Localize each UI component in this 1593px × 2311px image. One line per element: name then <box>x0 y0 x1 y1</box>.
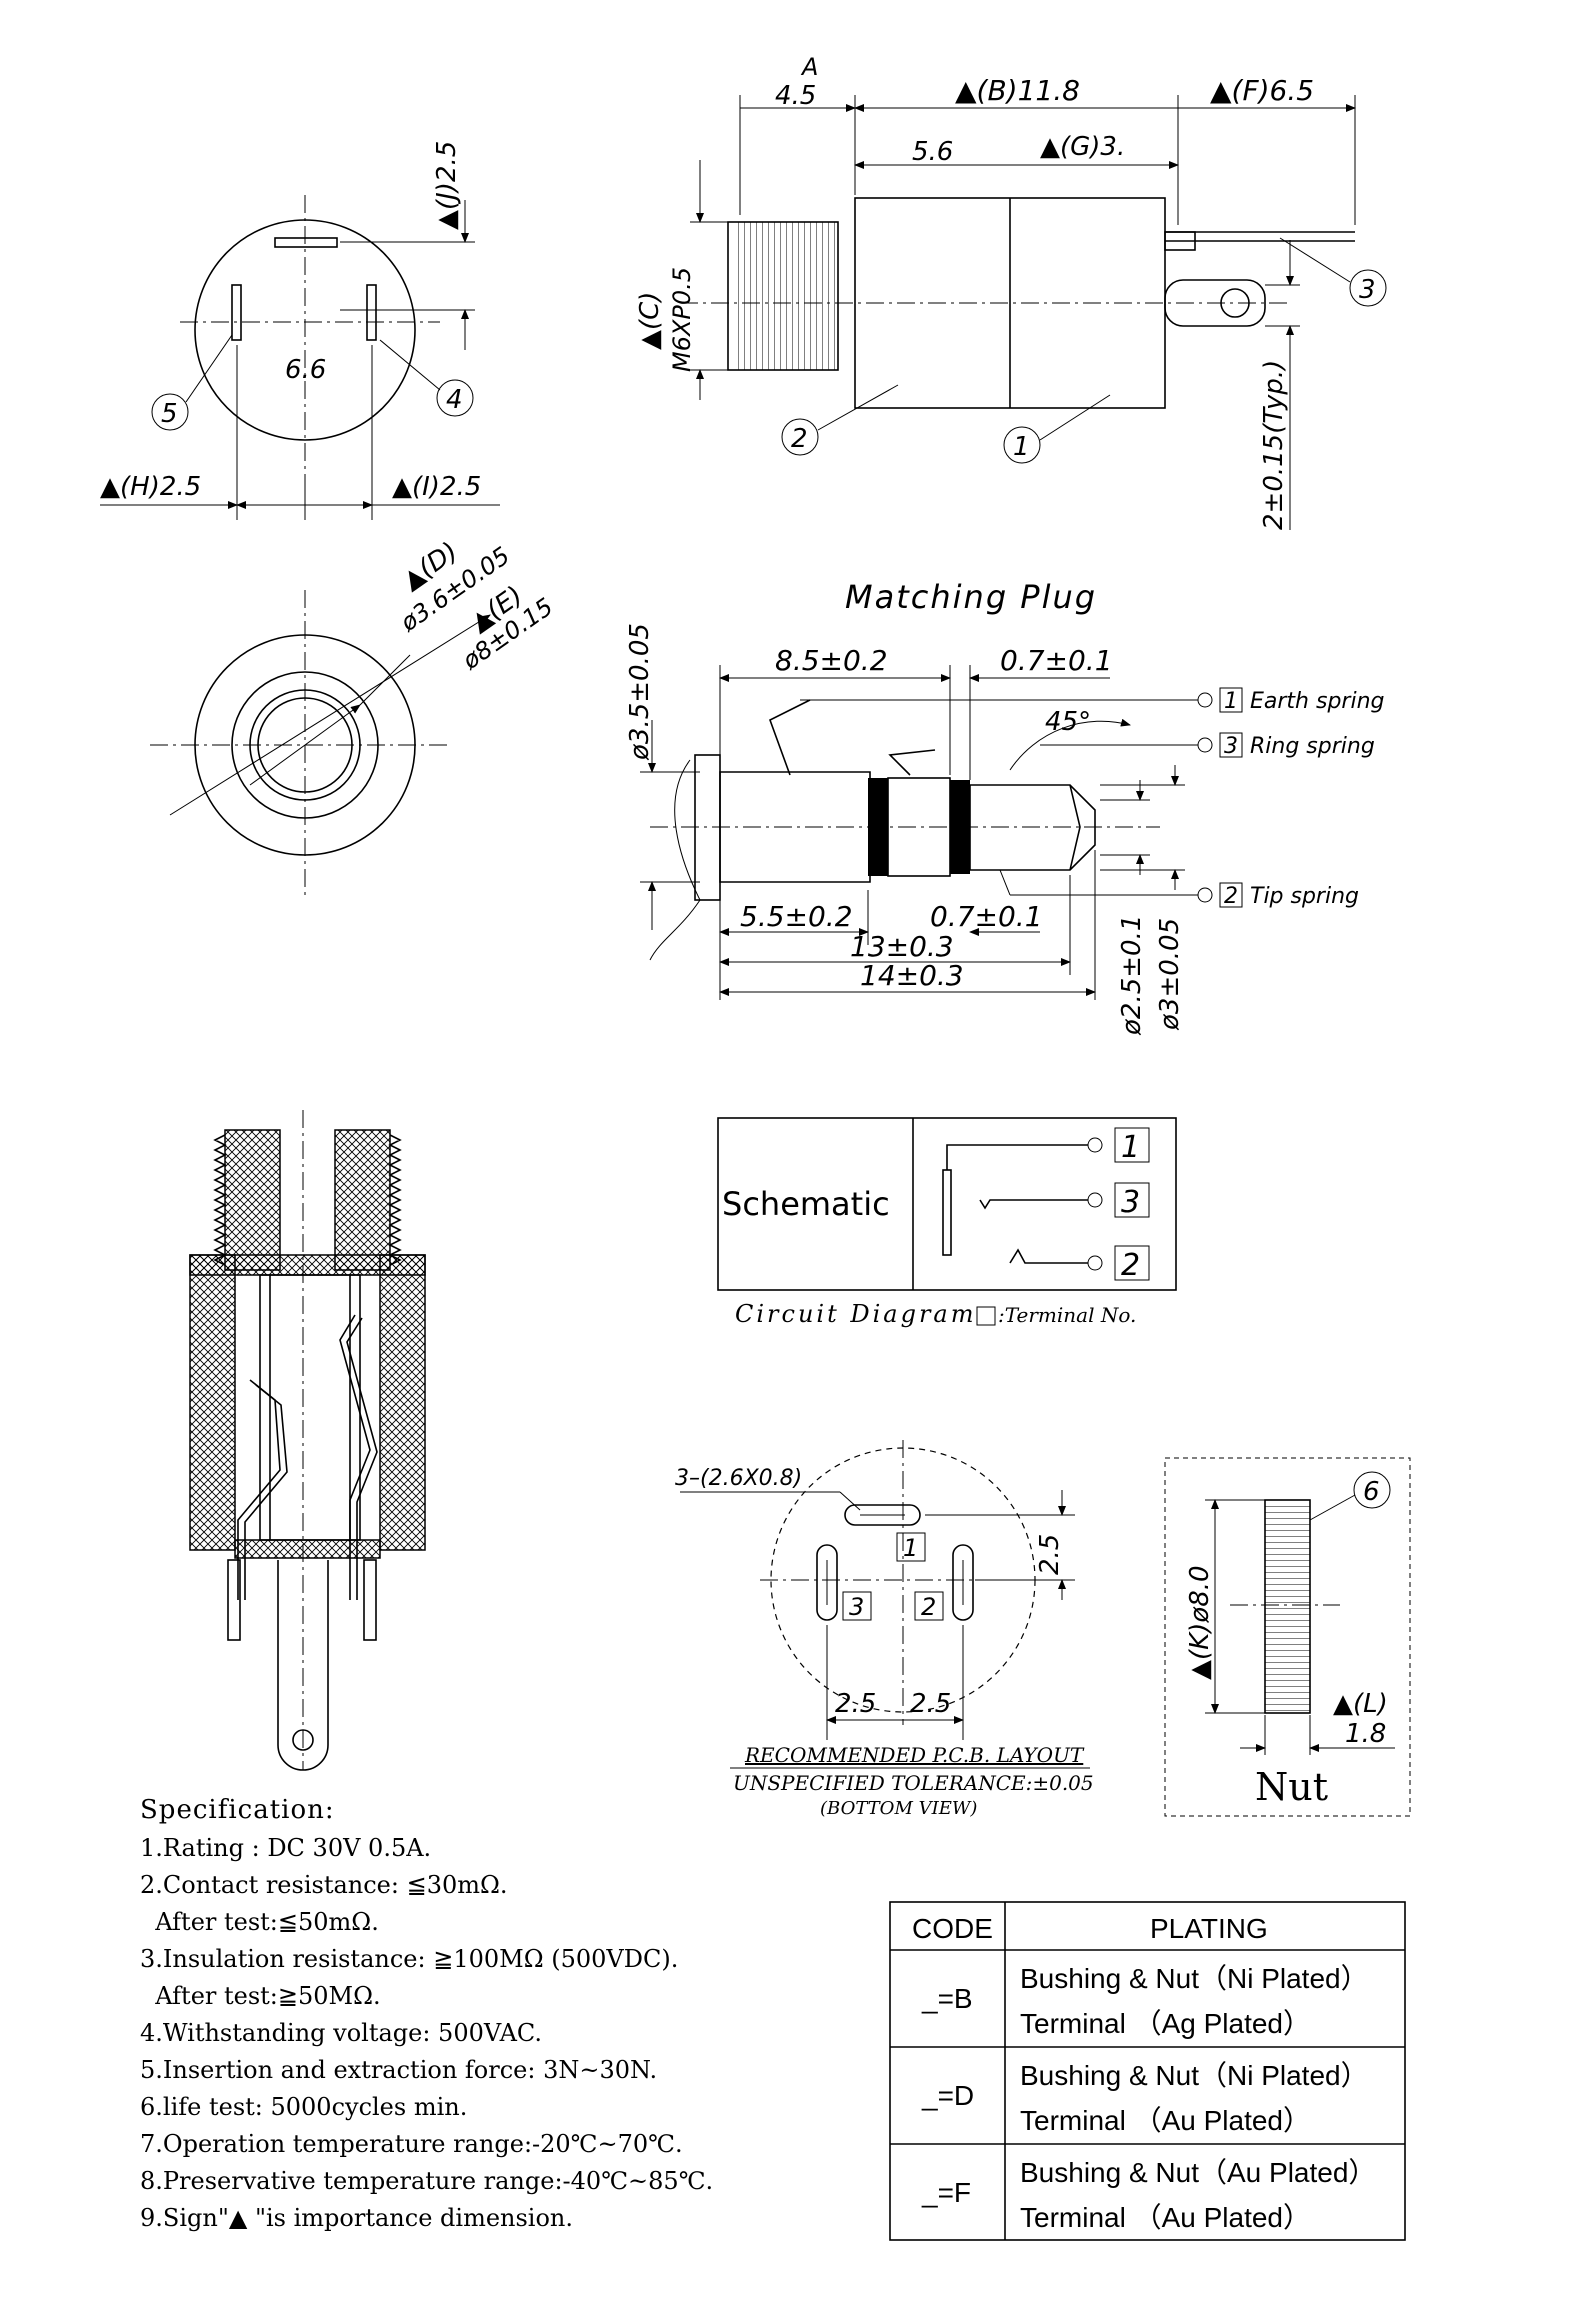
plug-title: Matching Plug <box>845 578 1097 616</box>
table-row-line1: Bushing & Nut（Au Plated） <box>1020 2157 1376 2188</box>
pcb-layout: 1 3 2 3–(2.6X0.8) 2.5 2.5 2.5 RECOMMENDE… <box>675 1440 1094 1819</box>
table-row-code: _=B <box>921 1983 973 2014</box>
dim-f-label: ▲(F)6.5 <box>1210 74 1314 107</box>
pcb-p1: 1 <box>903 1534 918 1562</box>
spec-line: After test:≧50MΩ. <box>140 1982 381 2010</box>
pcb-holes: 3–(2.6X0.8) <box>675 1466 802 1491</box>
callout-6: 6 <box>1363 1477 1380 1507</box>
nut-view: 6 ▲(K)ø8.0 ▲(L) 1.8 Nut <box>1164 1457 1411 1817</box>
tip-spring: Tip spring <box>1250 884 1359 909</box>
table-row-code: _=F <box>921 2177 971 2208</box>
nut-label: Nut <box>1255 1765 1328 1809</box>
front-view: ▲(D) ø3.6±0.05 ▲(E) ø8±0.15 <box>150 537 558 900</box>
pcb-note3: (BOTTOM VIEW) <box>820 1798 977 1819</box>
tip-num: 2 <box>1224 884 1238 909</box>
top-view: ▲(J)2.5 6.6 4 5 ▲(H)2.5 ▲(I)2.5 <box>100 141 500 520</box>
table-header-plating: PLATING <box>1150 1913 1268 1944</box>
callout-1: 1 <box>1013 432 1030 462</box>
spec-line: 9.Sign"▲ "is importance dimension. <box>140 2204 573 2232</box>
spec-line: 8.Preservative temperature range:-40℃~85… <box>140 2167 713 2195</box>
earth-spring: Earth spring <box>1250 689 1385 714</box>
plug-angle: 45° <box>1045 707 1091 737</box>
pcb-p3: 3 <box>849 1593 864 1621</box>
schematic-t3: 3 <box>1121 1185 1140 1220</box>
table-row-line1: Bushing & Nut（Ni Plated） <box>1020 1963 1369 1994</box>
pcb-d25b: 2.5 <box>910 1689 951 1719</box>
spec-line: 4.Withstanding voltage: 500VAC. <box>140 2019 542 2047</box>
schematic-t1: 1 <box>1121 1130 1140 1165</box>
dim-b-label: ▲(B)11.8 <box>955 74 1080 107</box>
pcb-note1: RECOMMENDED P.C.B. LAYOUT <box>744 1743 1085 1767</box>
spec-line: 3.Insulation resistance: ≧100MΩ (500VDC)… <box>140 1945 678 1973</box>
plug-d35: ø3.5±0.05 <box>625 623 655 761</box>
pcb-note2: UNSPECIFIED TOLERANCE:±0.05 <box>733 1771 1094 1795</box>
spec-line: 2.Contact resistance: ≦30mΩ. <box>140 1871 508 1899</box>
cross-section <box>189 1110 426 1771</box>
thread-label: M6XP0.5 <box>668 267 696 372</box>
nut-dim-k: ▲(K)ø8.0 <box>1185 1565 1215 1680</box>
dim-j-label: ▲(J)2.5 <box>432 141 462 230</box>
plug-d13: 13±0.3 <box>850 930 954 963</box>
spec-line: 1.Rating : DC 30V 0.5A. <box>140 1834 431 1862</box>
plug-d3: ø3±0.05 <box>1155 918 1185 1031</box>
earth-num: 1 <box>1224 689 1238 714</box>
plug-d07b: 0.7±0.1 <box>930 900 1043 933</box>
callout-3: 3 <box>1359 275 1376 305</box>
dim-typ-label: 2±0.15(Typ.) <box>1259 360 1289 530</box>
side-view: A 4.5 ▲(B)11.8 ▲(F)6.5 5.6 ▲(G)3. ▲(C) M… <box>635 53 1387 530</box>
spec-line: After test:≦50mΩ. <box>140 1908 379 1936</box>
schematic-label: Schematic <box>722 1185 890 1223</box>
spec-line: 6.life test: 5000cycles min. <box>140 2093 467 2121</box>
pcb-d25a: 2.5 <box>835 1689 876 1719</box>
dim-g-label: ▲(G)3. <box>1040 132 1125 162</box>
table-row-code: _=D <box>921 2080 974 2111</box>
plug-d55: 5.5±0.2 <box>740 900 853 933</box>
plug-d07a: 0.7±0.1 <box>1000 644 1113 677</box>
table-row-line2: Terminal （Au Plated） <box>1020 2202 1311 2233</box>
table-row-line2: Terminal （Ag Plated） <box>1020 2008 1311 2039</box>
spec-line: 5.Insertion and extraction force: 3N~30N… <box>140 2056 657 2084</box>
dim-66-label: 6.6 <box>285 355 326 385</box>
spec-lines: 1.Rating : DC 30V 0.5A. 2.Contact resista… <box>140 1834 713 2232</box>
callout-5: 5 <box>161 399 178 429</box>
pcb-d25v: 2.5 <box>1035 1534 1065 1575</box>
callout-2: 2 <box>791 424 808 454</box>
plug-d14: 14±0.3 <box>860 959 964 992</box>
ring-num: 3 <box>1224 734 1238 759</box>
dim-h-label: ▲(H)2.5 <box>100 472 201 502</box>
circuit-caption: Circuit Diagram <box>735 1300 977 1328</box>
dim-a-label: 4.5 <box>775 81 816 111</box>
spec-line: 7.Operation temperature range:-20℃~70℃. <box>140 2130 683 2158</box>
nut-dim-18: 1.8 <box>1345 1719 1386 1749</box>
spec-title: Specification: <box>140 1795 335 1825</box>
callout-4: 4 <box>446 385 463 415</box>
pcb-p2: 2 <box>921 1593 936 1621</box>
table-header-code: CODE <box>912 1913 993 1944</box>
circuit-caption-note: :Terminal No. <box>998 1303 1136 1327</box>
schematic: Schematic 1 3 2 Circuit Diagram :Termina… <box>717 1117 1177 1328</box>
specification: Specification: 1.Rating : DC 30V 0.5A. 2.… <box>140 1795 713 2232</box>
schematic-t2: 2 <box>1121 1248 1140 1283</box>
table-row-line1: Bushing & Nut（Ni Plated） <box>1020 2060 1369 2091</box>
nut-dim-l: ▲(L) <box>1333 1689 1388 1719</box>
plating-table: CODE PLATING _=B Bushing & Nut（Ni Plated… <box>889 1901 1406 2241</box>
dim-56-label: 5.6 <box>912 137 953 167</box>
table-row-line2: Terminal （Au Plated） <box>1020 2105 1311 2136</box>
dim-a-letter: A <box>800 53 818 81</box>
plug-d25: ø2.5±0.1 <box>1117 915 1147 1036</box>
plug-d85: 8.5±0.2 <box>775 644 888 677</box>
dim-c-label: ▲(C) <box>635 292 665 350</box>
matching-plug: Matching Plug 8.5±0.2 0.7±0.1 ø3.5±0.05 … <box>625 578 1385 1036</box>
dim-i-label: ▲(I)2.5 <box>392 472 481 502</box>
ring-spring: Ring spring <box>1250 734 1375 759</box>
